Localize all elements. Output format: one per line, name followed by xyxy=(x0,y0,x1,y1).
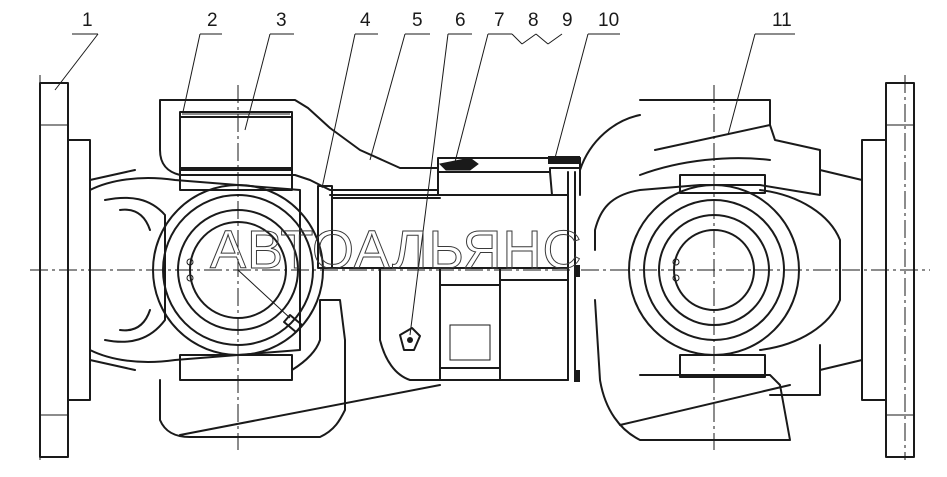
right-flange xyxy=(819,82,915,458)
spline-sleeve xyxy=(329,156,581,382)
right-flange-yoke xyxy=(579,99,841,441)
left-flange-yoke xyxy=(89,177,301,363)
callout-8: 8 xyxy=(528,10,539,31)
callout-3: 3 xyxy=(276,10,287,31)
callout-10: 10 xyxy=(598,10,619,31)
callout-labels: 1 2 3 4 5 6 7 8 9 10 11 xyxy=(82,10,792,31)
left-cross-bearing xyxy=(152,184,324,356)
callout-11: 11 xyxy=(772,10,792,31)
callout-6: 6 xyxy=(455,10,466,31)
callout-7: 7 xyxy=(494,10,505,31)
callout-4: 4 xyxy=(360,10,371,31)
callout-9: 9 xyxy=(562,10,573,31)
callout-2: 2 xyxy=(207,10,218,31)
left-slip-yoke-section xyxy=(159,99,441,438)
callout-1: 1 xyxy=(82,10,93,31)
leader-lines xyxy=(54,33,795,336)
callout-5: 5 xyxy=(412,10,423,31)
watermark-text: АВТОАЛЬЯНС xyxy=(210,220,582,280)
right-cross-bearing xyxy=(628,184,800,356)
